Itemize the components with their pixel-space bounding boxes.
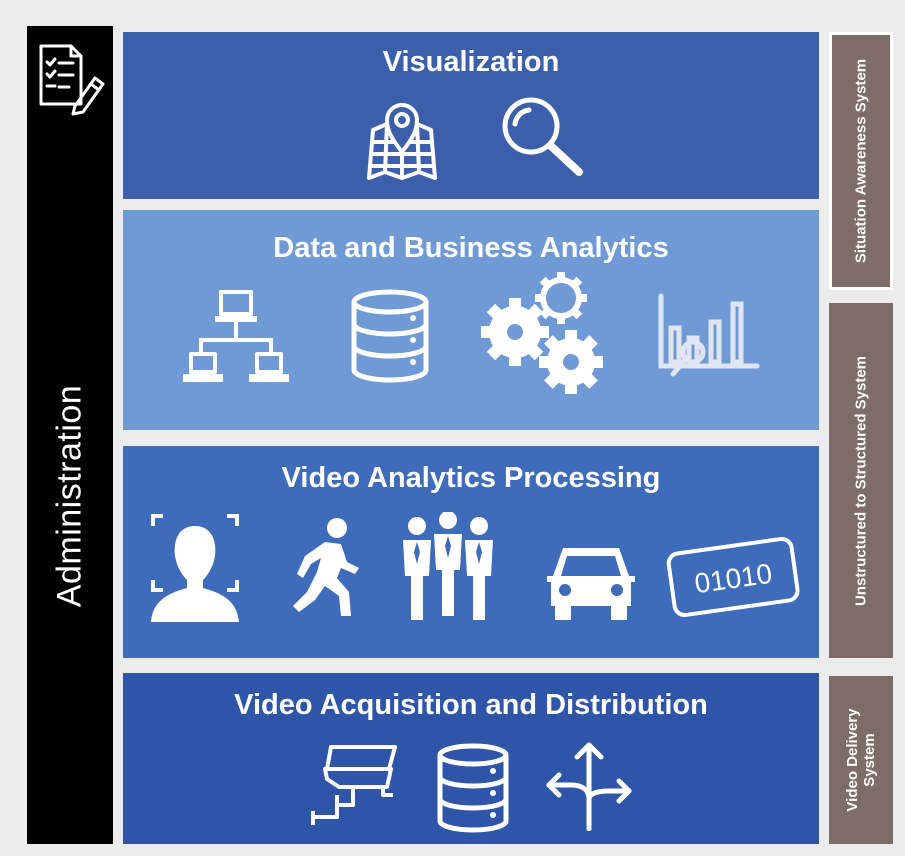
license-plate-icon: 01010 xyxy=(666,536,800,618)
video-delivery-label: Video Delivery System xyxy=(844,708,878,812)
administration-label: Administration xyxy=(50,384,89,608)
walking-person-icon xyxy=(293,518,359,616)
crowd-icon xyxy=(403,512,493,620)
visualization-title: Visualization xyxy=(382,46,560,78)
checklist-edit-icon xyxy=(39,44,105,116)
data-business-analytics-layer: Data and Business Analytics xyxy=(123,210,819,430)
unstructured-to-structured-label: Unstructured to Structured System xyxy=(852,355,870,606)
magnifier-icon xyxy=(502,97,583,176)
unstructured-to-structured-system: Unstructured to Structured System xyxy=(829,303,893,658)
network-computers-icon xyxy=(183,290,289,382)
video-acquisition-distribution-layer: Video Acquisition and Distribution xyxy=(123,673,819,844)
gears-icon xyxy=(481,272,603,394)
situation-awareness-system: Situation Awareness System xyxy=(829,32,893,290)
situation-awareness-label: Situation Awareness System xyxy=(852,58,870,264)
administration-bar: Administration xyxy=(27,26,113,844)
bar-chart-search-icon xyxy=(658,293,760,377)
car-icon xyxy=(547,548,635,620)
database-icon xyxy=(437,743,509,833)
face-detection-icon xyxy=(151,514,239,622)
video-acquisition-distribution-title: Video Acquisition and Distribution xyxy=(234,689,708,721)
map-pin-icon xyxy=(367,103,437,180)
cctv-camera-icon xyxy=(311,745,397,825)
video-delivery-system: Video Delivery System xyxy=(829,676,893,844)
visualization-layer: Visualization xyxy=(123,32,819,199)
video-analytics-processing-layer: Video Analytics Processing xyxy=(123,446,819,658)
video-analytics-processing-title: Video Analytics Processing xyxy=(281,462,661,494)
database-icon xyxy=(351,289,429,383)
plate-text: 01010 xyxy=(693,558,774,600)
split-arrows-icon xyxy=(546,742,632,831)
data-business-analytics-title: Data and Business Analytics xyxy=(273,232,669,264)
